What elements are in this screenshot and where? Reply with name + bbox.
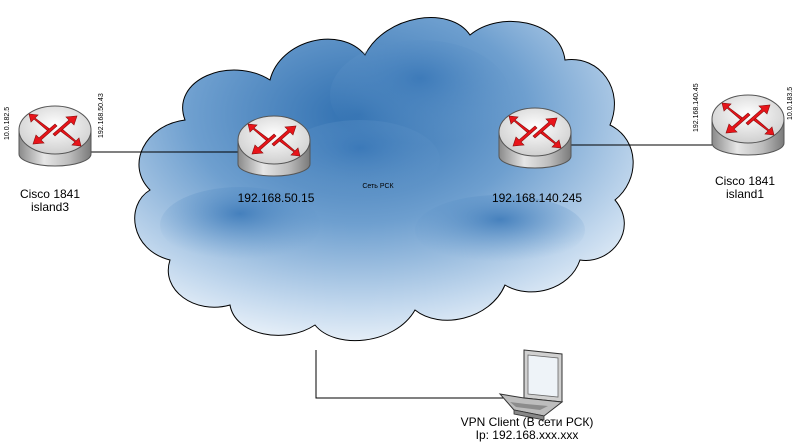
island1-model: Cisco 1841 <box>714 174 776 188</box>
router-island3 <box>18 105 92 167</box>
island3-lan-ip: 10.0.182.5 <box>4 106 11 140</box>
island1-wan-ip: 192.168.140.45 <box>693 83 700 132</box>
center-left-ip: 192.168.50.15 <box>237 191 315 205</box>
island1-hostname: island1 <box>725 187 765 201</box>
vpn-client-name: VPN Client (В сети РСК) <box>460 415 594 429</box>
island3-hostname: island3 <box>30 200 70 214</box>
island3-model: Cisco 1841 <box>19 187 81 201</box>
center-right-ip: 192.168.140.245 <box>491 191 583 205</box>
network-links <box>90 144 712 399</box>
cloud-label: Сеть РСК <box>362 183 394 190</box>
network-cloud <box>134 17 634 342</box>
island1-lan-ip: 10.0.183.5 <box>787 86 794 120</box>
laptop-icon <box>498 349 564 421</box>
router-center-left <box>237 115 311 177</box>
router-center-right <box>498 107 572 169</box>
island3-wan-ip: 192.168.50.43 <box>98 93 105 138</box>
router-island1 <box>711 94 785 156</box>
vpn-client-ip: Ip: 192.168.xxx.xxx <box>475 428 579 442</box>
